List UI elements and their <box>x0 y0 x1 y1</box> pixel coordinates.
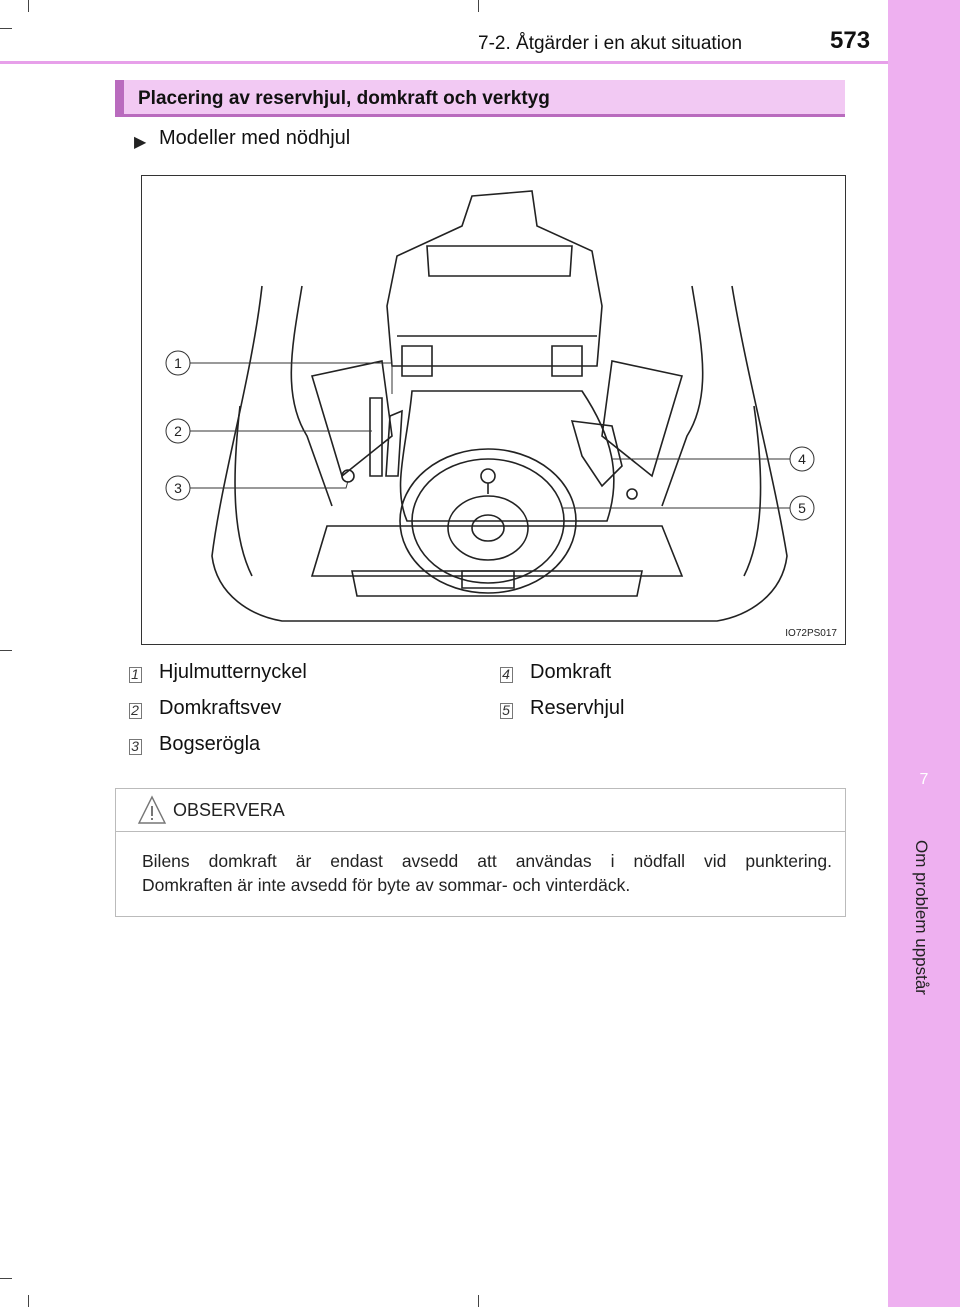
figure-code: IO72PS017 <box>785 628 837 639</box>
notice-line: Bilens domkraft är endast avsedd att anv… <box>142 851 832 871</box>
callout-label: 4 <box>798 451 806 467</box>
header-rule <box>0 61 888 64</box>
callout-label: 1 <box>174 355 182 371</box>
crop-mark <box>478 1295 479 1307</box>
crop-mark <box>478 0 479 12</box>
warning-icon <box>137 795 167 824</box>
legend-label: Bogserögla <box>159 733 261 755</box>
subsection-title: Modeller med nödhjul <box>159 127 351 149</box>
header-section-title: 7-2. Åtgärder i en akut situation <box>478 33 743 54</box>
notice-header: OBSERVERA <box>116 789 845 832</box>
legend-label: Domkraft <box>530 661 612 683</box>
chapter-title: Om problem uppstår <box>912 840 931 995</box>
crop-mark <box>28 0 29 12</box>
page-number: 573 <box>830 27 871 54</box>
legend-label: Reservhjul <box>530 697 625 719</box>
chapter-sidebar: 7 Om problem uppstår <box>888 0 960 1307</box>
chapter-number: 7 <box>919 771 929 788</box>
notice-line: Domkraften är inte avsedd för byte av so… <box>142 875 631 895</box>
section-title: Placering av reservhjul, domkraft och ve… <box>138 88 550 109</box>
crop-mark <box>28 1295 29 1307</box>
trunk-drawing: 1 2 3 4 5 <box>165 190 815 622</box>
triangle-bullet-icon: ▶ <box>134 134 147 151</box>
callout-label: 2 <box>174 423 182 439</box>
crop-mark <box>0 650 12 651</box>
notice-box: OBSERVERA Bilens domkraft är endast avse… <box>115 788 846 917</box>
legend-number: 5 <box>498 701 514 719</box>
notice-title: OBSERVERA <box>173 800 285 820</box>
trunk-illustration: 1 2 3 4 5 IO72PS017 <box>141 175 846 645</box>
section-heading-bar: Placering av reservhjul, domkraft och ve… <box>115 80 845 117</box>
legend-number: 1 <box>127 665 143 683</box>
crop-mark <box>0 1278 12 1279</box>
legend-label: Hjulmutternyckel <box>159 661 307 683</box>
legend-label: Domkraftsvev <box>159 697 282 719</box>
crop-mark <box>0 28 12 29</box>
callout-label: 3 <box>174 480 182 496</box>
notice-text: Bilens domkraft är endast avsedd att anv… <box>142 849 832 897</box>
legend-number: 4 <box>498 665 514 683</box>
callout-label: 5 <box>798 500 806 516</box>
legend-number: 3 <box>127 737 143 755</box>
legend-number: 2 <box>127 701 143 719</box>
